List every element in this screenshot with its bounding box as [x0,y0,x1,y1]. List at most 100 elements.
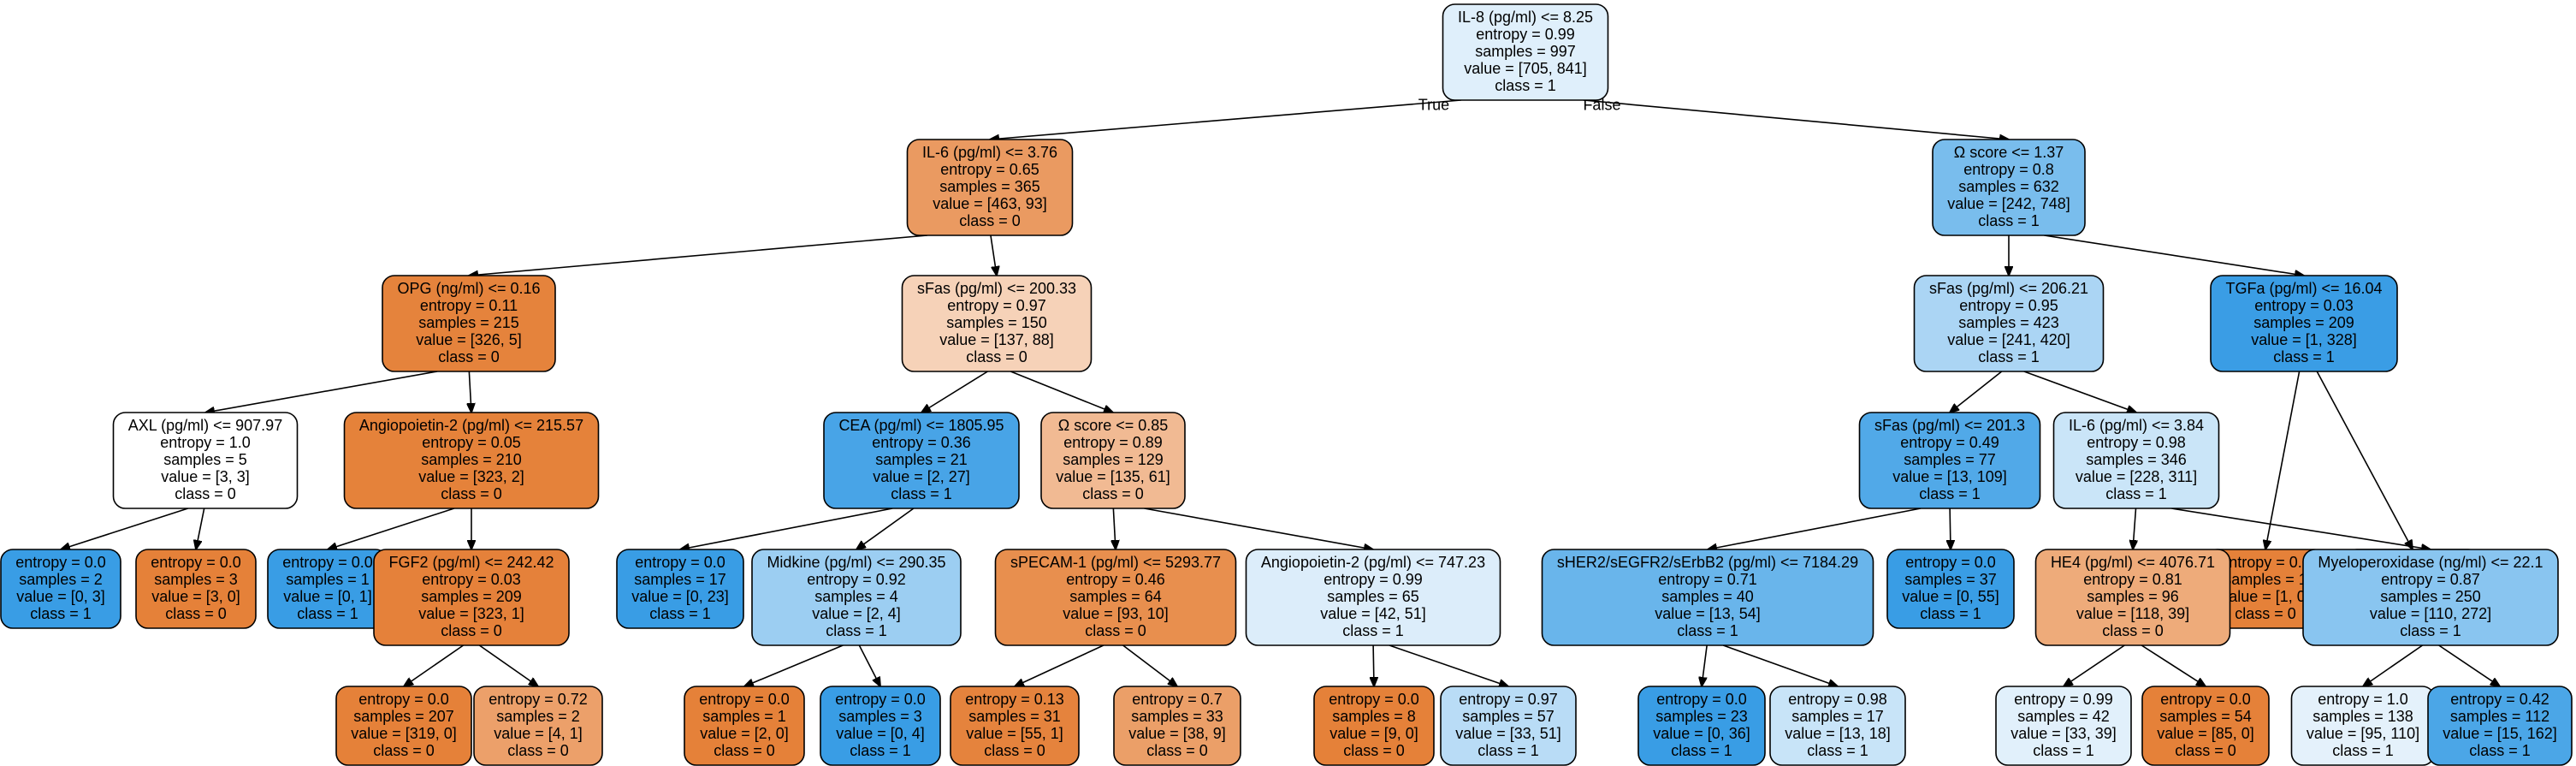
node-box [0,549,121,629]
node-line: class = 1 [1495,77,1556,94]
node-line: value = [0, 36] [1653,725,1750,742]
node-line: entropy = 0.98 [1788,691,1887,708]
tree-edge-n3-n7 [205,371,438,413]
tree-edge-n26-n39 [2363,644,2423,686]
node-line: samples = 31 [968,708,1061,725]
node-box [2427,686,2573,766]
tree-edge-n12-n26 [2171,508,2431,549]
node-line: samples = 3 [838,708,922,725]
node-line: sPECAM-1 (pg/ml) <= 5293.77 [1010,554,1221,571]
node-line: sFas (pg/ml) <= 201.3 [1874,417,2025,434]
node-box [373,549,570,646]
node-box [2141,686,2270,766]
node-line: class = 1 [1978,212,2040,229]
tree-edge-n5-n12 [2023,371,2136,413]
node-box [2034,549,2231,646]
node-line: samples = 21 [875,451,968,468]
node-line: class = 1 [1342,622,1404,639]
node-line: class = 0 [1085,622,1146,639]
node-line: value = [3, 3] [161,468,250,485]
node-line: value = [118, 39] [2076,605,2189,622]
node-line: class = 1 [826,622,887,639]
node-box [473,686,603,766]
tree-edge-n20-n29 [744,644,844,686]
node-line: value = [0, 4] [836,725,925,742]
node-line: class = 1 [2400,622,2461,639]
node-line: samples = 209 [2253,314,2354,331]
node-line: class = 0 [2175,742,2236,759]
node-line: entropy = 0.13 [965,691,1064,708]
node-line: entropy = 0.11 [420,297,518,314]
node-box [994,549,1237,646]
node-line: class = 1 [1671,742,1732,759]
node-box [616,549,744,629]
node-box [820,686,941,766]
node-line: class = 1 [30,605,92,622]
tree-edge-n7-n15 [61,508,188,549]
node-line: class = 1 [649,605,711,622]
node-line: samples = 42 [2017,708,2110,725]
node-line: samples = 150 [946,314,1047,331]
node-line: class = 0 [2235,605,2296,622]
node-box [906,139,1074,236]
node-line: samples = 1 [2224,571,2307,588]
node-line: entropy = 0.99 [2014,691,2113,708]
node-line: Myeloperoxidase (ng/ml) <= 22.1 [2318,554,2543,571]
node-line: class = 0 [966,348,1027,365]
node-line: entropy = 0.7 [1132,691,1223,708]
node-line: samples = 112 [2450,708,2549,725]
node-line: entropy = 1.0 [2318,691,2408,708]
node-line: value = [2, 0] [700,725,789,742]
node-line: Ω score <= 1.37 [1954,144,2064,161]
node-line: samples = 423 [1958,314,2059,331]
tree-edge-n10-n21 [1113,508,1116,549]
node-line: samples = 1 [702,708,786,725]
node-line: entropy = 0.05 [422,434,521,451]
node-line: value = [95, 110] [2307,725,2419,742]
node-line: value = [13, 18] [1785,725,1891,742]
node-line: entropy = 0.97 [1459,691,1558,708]
node-line: samples = 997 [1475,43,1576,60]
node-box [950,686,1080,766]
node-line: samples = 54 [2159,708,2252,725]
node-line: value = [705, 841] [1464,60,1587,77]
node-line: value = [228, 311] [2076,468,2197,485]
node-line: sFas (pg/ml) <= 200.33 [917,280,1076,297]
tree-edge-n25-n38 [2141,644,2206,686]
node-line: AXL (pg/ml) <= 907.97 [128,417,282,434]
node-line: samples = 4 [814,588,898,605]
node-line: entropy = 0.0 [1905,554,1996,571]
node-box [1913,275,2105,372]
node-box [335,686,472,766]
node-line: value = [137, 88] [939,331,1054,348]
node-line: IL-6 (pg/ml) <= 3.84 [2069,417,2204,434]
tree-edge-n2-n6 [2044,235,2304,276]
node-line: entropy = 0.0 [835,691,926,708]
node-box [1442,3,1609,101]
node-line: sHER2/sEGFR2/sErbB2 (pg/ml) <= 7184.29 [1557,554,1858,571]
node-line: samples = 210 [421,451,522,468]
node-line: value = [110, 272] [2370,605,2491,622]
node-line: value = [93, 10] [1063,605,1169,622]
node-box [823,412,1020,509]
